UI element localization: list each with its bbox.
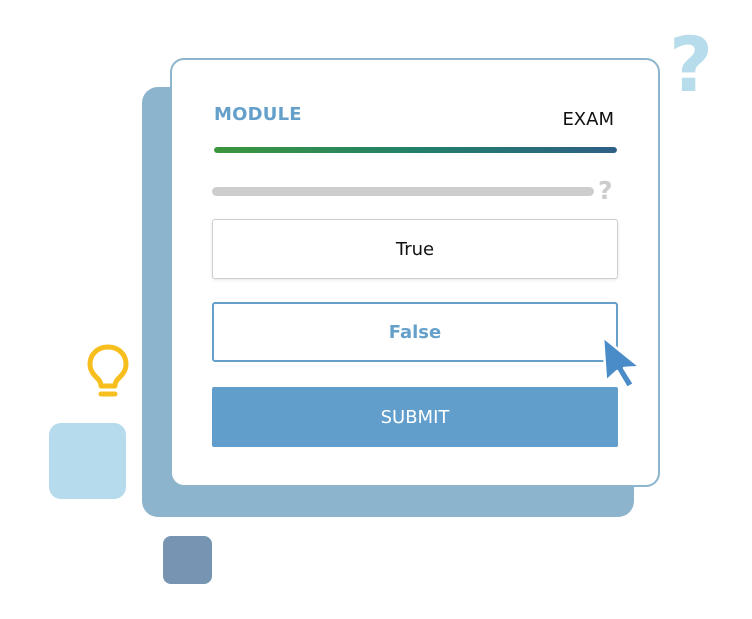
mouse-cursor-icon xyxy=(601,335,642,390)
lightbulb-icon xyxy=(87,344,129,397)
option-false-button[interactable]: False xyxy=(212,302,618,362)
decorative-square-light xyxy=(49,423,126,499)
progress-bar xyxy=(214,147,617,153)
decorative-square-dark xyxy=(163,536,212,584)
module-label: MODULE xyxy=(214,104,302,125)
quiz-card: MODULE EXAM ? True False SUBMIT xyxy=(170,58,660,487)
option-true-button[interactable]: True xyxy=(212,219,618,279)
progress-fill xyxy=(214,147,617,153)
large-question-mark: ? xyxy=(669,20,714,109)
exam-label: EXAM xyxy=(562,109,614,130)
submit-button[interactable]: SUBMIT xyxy=(212,387,618,447)
question-mark-icon: ? xyxy=(598,176,613,205)
question-text-placeholder xyxy=(212,187,594,196)
